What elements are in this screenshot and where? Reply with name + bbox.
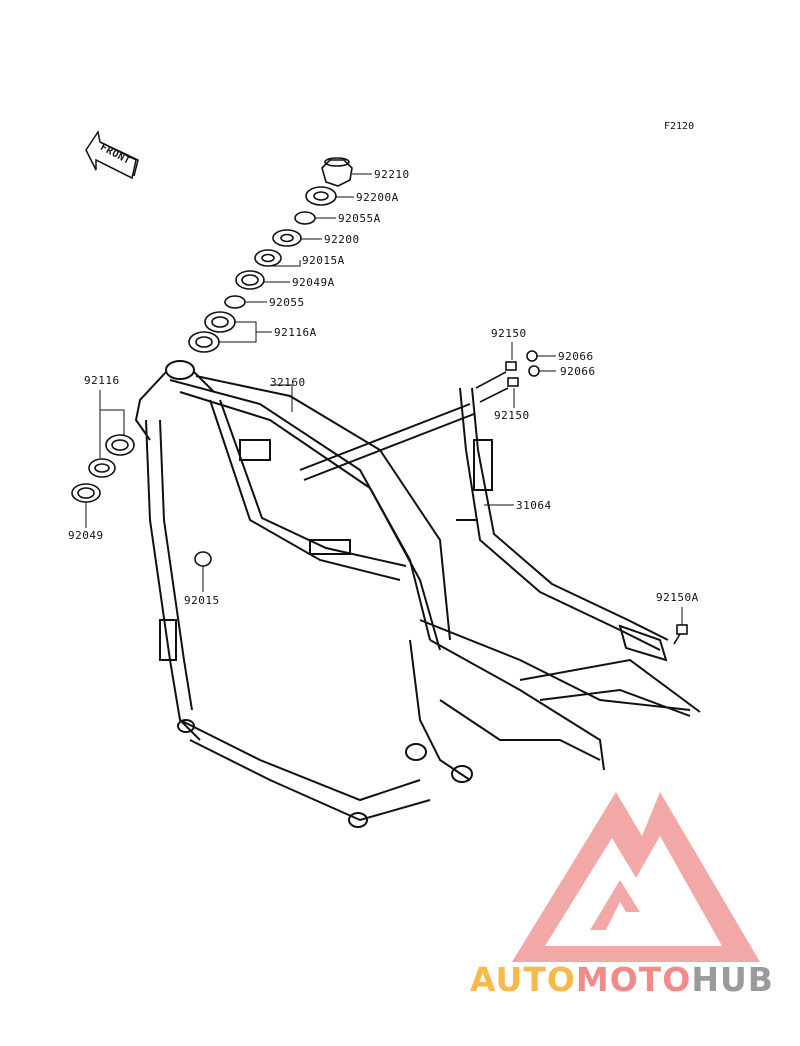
steering-parts-stack (71, 157, 688, 645)
part-label-92049A[interactable]: 92049A (292, 276, 335, 289)
part-label-92015[interactable]: 92015 (184, 594, 220, 607)
brand-part-hub: HUB (691, 960, 774, 999)
part-label-31064[interactable]: 31064 (516, 499, 552, 512)
part-label-92116[interactable]: 92116 (84, 374, 120, 387)
part-label-92055[interactable]: 92055 (269, 296, 305, 309)
main-frame-32160 (134, 360, 701, 828)
brand-logo-icon (512, 792, 760, 962)
part-label-92210[interactable]: 92210 (374, 168, 410, 181)
part-label-92116A[interactable]: 92116A (274, 326, 317, 339)
part-label-92150-lower[interactable]: 92150 (494, 409, 530, 422)
brand-wordmark: AUTOMOTOHUB (470, 960, 774, 999)
brand-part-auto: AUTO (470, 960, 576, 999)
part-label-92200A[interactable]: 92200A (356, 191, 399, 204)
figure-code: F2120 (664, 121, 695, 132)
part-label-92066-upper[interactable]: 92066 (558, 350, 594, 363)
part-label-92055A[interactable]: 92055A (338, 212, 381, 225)
part-label-32160[interactable]: 32160 (270, 376, 306, 389)
part-label-92150-upper[interactable]: 92150 (491, 327, 527, 340)
part-label-92066-lower[interactable]: 92066 (560, 365, 596, 378)
part-label-92150A[interactable]: 92150A (656, 591, 699, 604)
part-label-92200[interactable]: 92200 (324, 233, 360, 246)
brand-part-moto: MOTO (575, 960, 692, 999)
part-label-92049[interactable]: 92049 (68, 529, 104, 542)
front-arrow-icon (85, 130, 139, 180)
sub-frame-31064 (456, 387, 669, 662)
part-label-92015A[interactable]: 92015A (302, 254, 345, 267)
leader-lines (85, 173, 683, 625)
